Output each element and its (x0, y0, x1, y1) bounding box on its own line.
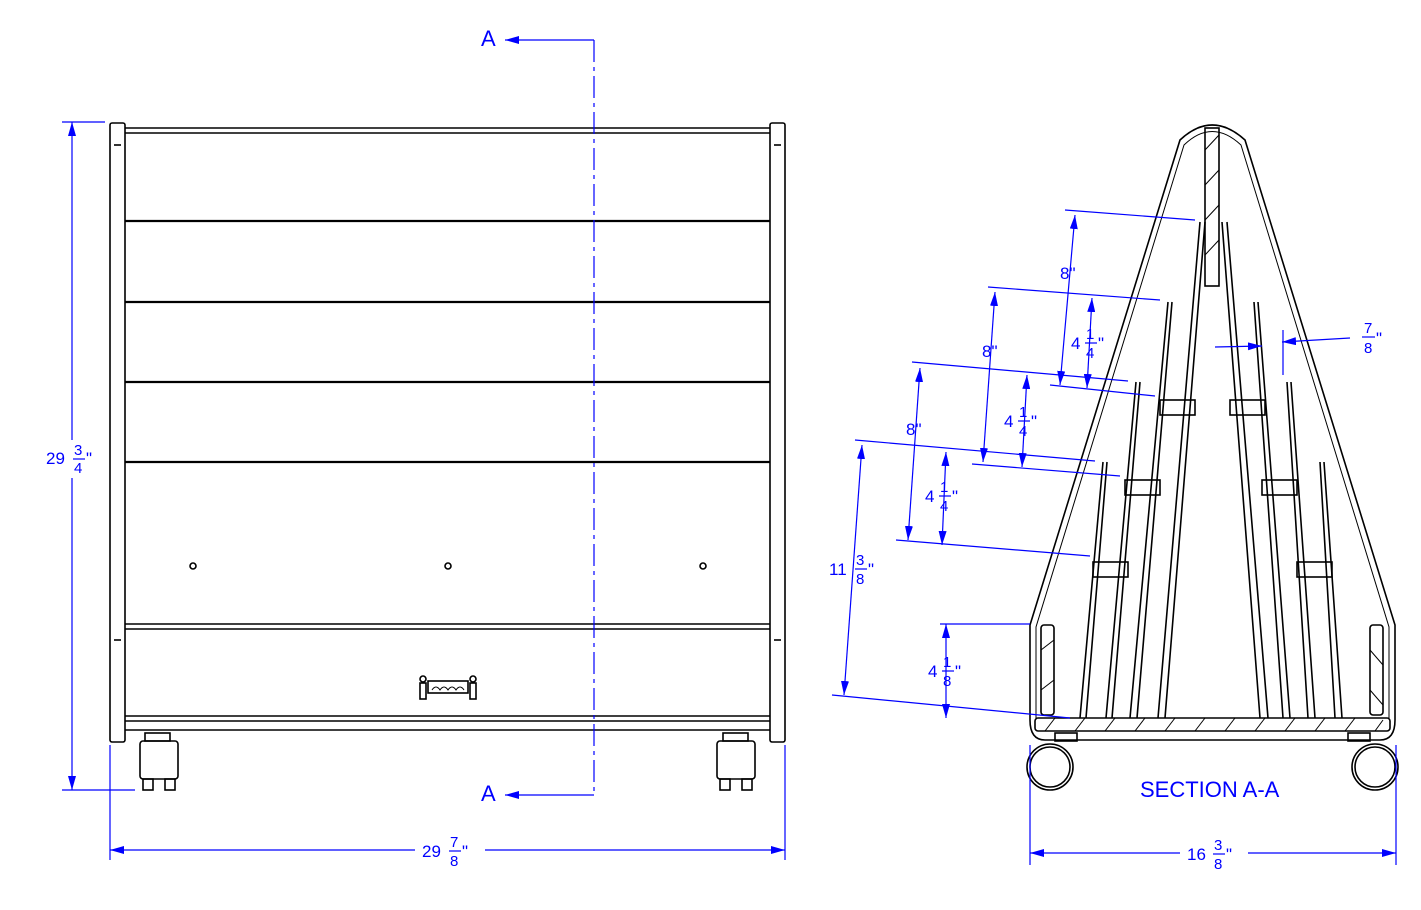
svg-text:3: 3 (1214, 837, 1222, 854)
svg-text:11: 11 (829, 560, 847, 579)
svg-text:8: 8 (1214, 856, 1222, 873)
svg-text:4: 4 (74, 460, 82, 477)
slat-gap-dim: 7 8 " (1362, 320, 1382, 357)
svg-text:8: 8 (450, 853, 458, 870)
svg-text:8: 8 (1364, 340, 1372, 357)
shelf-lines (125, 219, 770, 731)
svg-text:29: 29 (422, 842, 441, 861)
left-post (109, 122, 126, 743)
section-title: SECTION A-A (1140, 777, 1280, 802)
svg-text:1: 1 (1086, 326, 1094, 343)
base-plate (1034, 717, 1391, 732)
logo-icon (419, 675, 477, 700)
svg-text:": " (1226, 845, 1232, 864)
svg-text:3: 3 (856, 552, 864, 569)
svg-text:": " (952, 487, 958, 506)
svg-text:": " (1031, 412, 1037, 431)
slats (1079, 221, 1343, 719)
svg-text:3: 3 (74, 442, 82, 459)
section-dimension-lines (831, 209, 1397, 865)
svg-text:29: 29 (46, 449, 65, 468)
svg-text:4: 4 (1019, 423, 1027, 440)
svg-text:7: 7 (450, 834, 458, 851)
svg-text:1: 1 (940, 479, 948, 496)
slot-dim-3: 4 1 4 " (925, 479, 958, 515)
spacing-dim-3: 8" (906, 420, 922, 439)
slot-dim-2: 4 1 4 " (1004, 404, 1037, 440)
screws (189, 562, 707, 570)
svg-text:4: 4 (925, 487, 934, 506)
svg-text:1: 1 (1019, 404, 1027, 421)
front-casters (139, 732, 756, 791)
svg-text:4: 4 (1004, 412, 1013, 431)
svg-text:16: 16 (1187, 845, 1206, 864)
spacing-dim-2: 8" (982, 342, 998, 361)
svg-text:": " (86, 449, 92, 468)
svg-text:8: 8 (943, 673, 951, 690)
section-view: SECTION A-A (829, 124, 1399, 873)
svg-text:": " (955, 662, 961, 681)
spacing-dim-1: 8" (1060, 264, 1076, 283)
svg-text:4: 4 (1071, 334, 1080, 353)
base-height-dim: 4 1 8 " (928, 654, 961, 690)
center-board (1204, 127, 1220, 287)
svg-text:8: 8 (856, 571, 864, 588)
right-post (769, 122, 786, 743)
front-view: A A 29 3 4 " 29 7 8 " (46, 26, 786, 870)
svg-text:1: 1 (943, 654, 951, 671)
svg-text:": " (1376, 329, 1382, 348)
svg-text:": " (1098, 334, 1104, 353)
height-dimension: 29 3 4 " (46, 121, 135, 791)
section-mark-bottom: A (481, 781, 496, 806)
slat-clips (1092, 399, 1333, 578)
svg-text:4: 4 (928, 662, 937, 681)
svg-text:4: 4 (940, 498, 948, 515)
svg-text:4: 4 (1086, 345, 1094, 362)
slot-dim-1: 4 1 4 " (1071, 326, 1104, 362)
svg-text:7: 7 (1364, 320, 1372, 337)
depth-dim: 16 3 8 " (1187, 837, 1232, 873)
section-mark-top: A (481, 26, 496, 51)
svg-text:": " (462, 842, 468, 861)
svg-text:": " (868, 560, 874, 579)
lower-height-dim: 11 3 8 " (829, 552, 874, 588)
width-dimension: 29 7 8 " (109, 745, 786, 870)
